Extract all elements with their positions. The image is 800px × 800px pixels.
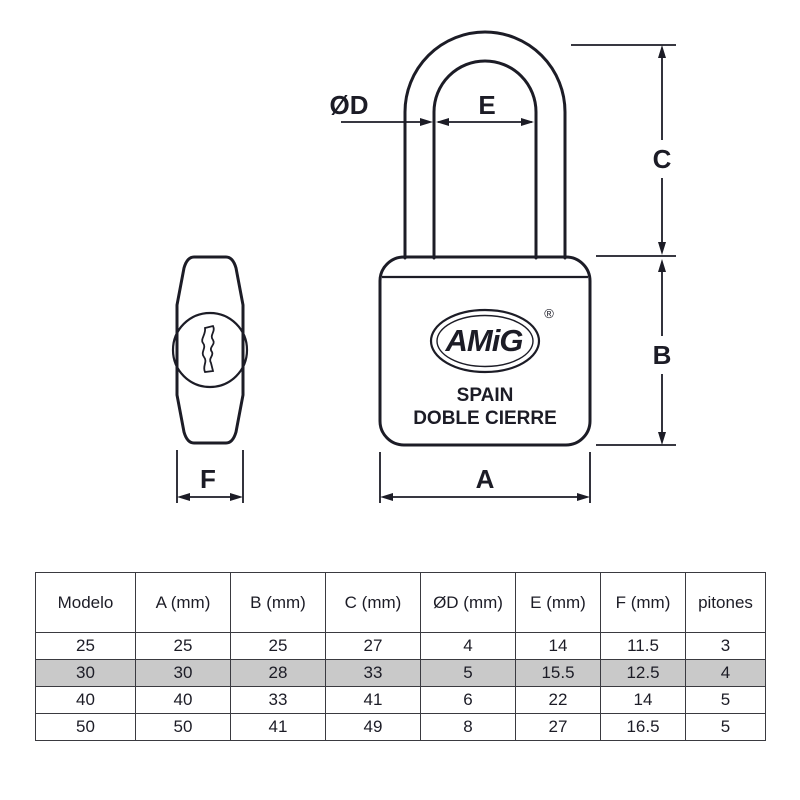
logo-oval-inner	[436, 314, 534, 368]
body-front-view: AMiG ® SPAIN DOBLE CIERRE	[378, 255, 592, 447]
spec-table-container: Modelo A (mm) B (mm) C (mm) ØD (mm) E (m…	[35, 572, 800, 741]
keyhole	[201, 324, 215, 373]
spec-cell: 14	[600, 686, 686, 714]
spec-col-header: Modelo	[35, 572, 136, 633]
dim-e-label: E	[478, 90, 495, 120]
spec-cell: 4	[420, 632, 516, 660]
spec-cell: 15.5	[515, 659, 601, 687]
shackle-inner	[432, 59, 538, 260]
dim-b-label: B	[653, 340, 672, 370]
dim-f-arrow-left	[177, 493, 190, 501]
spec-cell: 25	[135, 632, 231, 660]
dim-c-arrow-up	[658, 45, 666, 58]
spec-cell: 6	[420, 686, 516, 714]
spec-cell: 41	[325, 686, 421, 714]
spec-cell: 5	[685, 713, 766, 741]
shackle-outer	[403, 30, 567, 260]
spec-cell: 5	[685, 686, 766, 714]
spec-col-header: ØD (mm)	[420, 572, 516, 633]
dim-a-arrow-right	[577, 493, 590, 501]
dim-c-arrow-down	[658, 242, 666, 255]
padlock-diagram: AMiG ® SPAIN DOBLE CIERRE ØD E C	[171, 30, 676, 503]
spec-cell: 40	[35, 686, 136, 714]
logo-oval-outer	[429, 308, 541, 374]
dim-e-arrow-left	[436, 118, 449, 126]
spec-cell: 25	[230, 632, 326, 660]
dim-b-arrow-up	[658, 259, 666, 272]
dimension-d: ØD	[330, 90, 433, 126]
spec-cell: 49	[325, 713, 421, 741]
dim-f-arrow-right	[230, 493, 243, 501]
origin-text: SPAIN	[457, 385, 514, 406]
dim-c-label: C	[653, 144, 672, 174]
body-side-view	[171, 255, 249, 445]
spec-cell: 41	[230, 713, 326, 741]
spec-cell: 5	[420, 659, 516, 687]
feature-text: DOBLE CIERRE	[413, 408, 557, 429]
dim-b-arrow-down	[658, 432, 666, 445]
spec-col-header: A (mm)	[135, 572, 231, 633]
spec-cell: 27	[325, 632, 421, 660]
table-row: 50 50 41 49 8 27 16.5 5	[35, 713, 766, 741]
spec-col-header: pitones	[685, 572, 766, 633]
dimension-f: F	[176, 450, 244, 503]
spec-cell: 33	[325, 659, 421, 687]
spec-cell: 22	[515, 686, 601, 714]
brand-text: AMiG	[445, 323, 524, 358]
spec-cell: 11.5	[600, 632, 686, 660]
registered-mark: ®	[544, 306, 554, 321]
table-row: 25 25 25 27 4 14 11.5 3	[35, 632, 766, 660]
spec-cell: 25	[35, 632, 136, 660]
spec-cell: 8	[420, 713, 516, 741]
brand-logo: AMiG ®	[429, 306, 554, 374]
spec-cell: 50	[35, 713, 136, 741]
spec-cell: 30	[135, 659, 231, 687]
spec-cell: 14	[515, 632, 601, 660]
shackle	[403, 30, 567, 260]
spec-cell: 12.5	[600, 659, 686, 687]
dimension-e: E	[436, 90, 534, 126]
dimension-b: B	[596, 259, 676, 446]
dim-d-arrow	[420, 118, 433, 126]
spec-cell: 50	[135, 713, 231, 741]
spec-col-header: C (mm)	[325, 572, 421, 633]
spec-table: Modelo A (mm) B (mm) C (mm) ØD (mm) E (m…	[35, 572, 766, 741]
dimension-c: C	[571, 44, 676, 257]
dim-a-arrow-left	[380, 493, 393, 501]
side-outline	[175, 255, 245, 445]
dim-f-label: F	[200, 464, 216, 494]
table-row: 40 40 33 41 6 22 14 5	[35, 686, 766, 714]
spec-cell: 28	[230, 659, 326, 687]
spec-col-header: F (mm)	[600, 572, 686, 633]
spec-col-header: E (mm)	[515, 572, 601, 633]
spec-cell: 30	[35, 659, 136, 687]
spec-cell: 3	[685, 632, 766, 660]
dim-d-label: ØD	[330, 90, 369, 120]
dim-a-label: A	[476, 464, 495, 494]
spec-cell: 16.5	[600, 713, 686, 741]
spec-header-row: Modelo A (mm) B (mm) C (mm) ØD (mm) E (m…	[35, 572, 766, 633]
spec-cell: 27	[515, 713, 601, 741]
spec-col-header: B (mm)	[230, 572, 326, 633]
spec-cell: 33	[230, 686, 326, 714]
body-outline	[378, 255, 592, 447]
spec-cell: 40	[135, 686, 231, 714]
dimension-a: A	[379, 452, 591, 503]
dim-e-arrow-right	[521, 118, 534, 126]
spec-cell: 4	[685, 659, 766, 687]
table-row-highlighted: 30 30 28 33 5 15.5 12.5 4	[35, 659, 766, 687]
cylinder-ring	[171, 311, 249, 389]
